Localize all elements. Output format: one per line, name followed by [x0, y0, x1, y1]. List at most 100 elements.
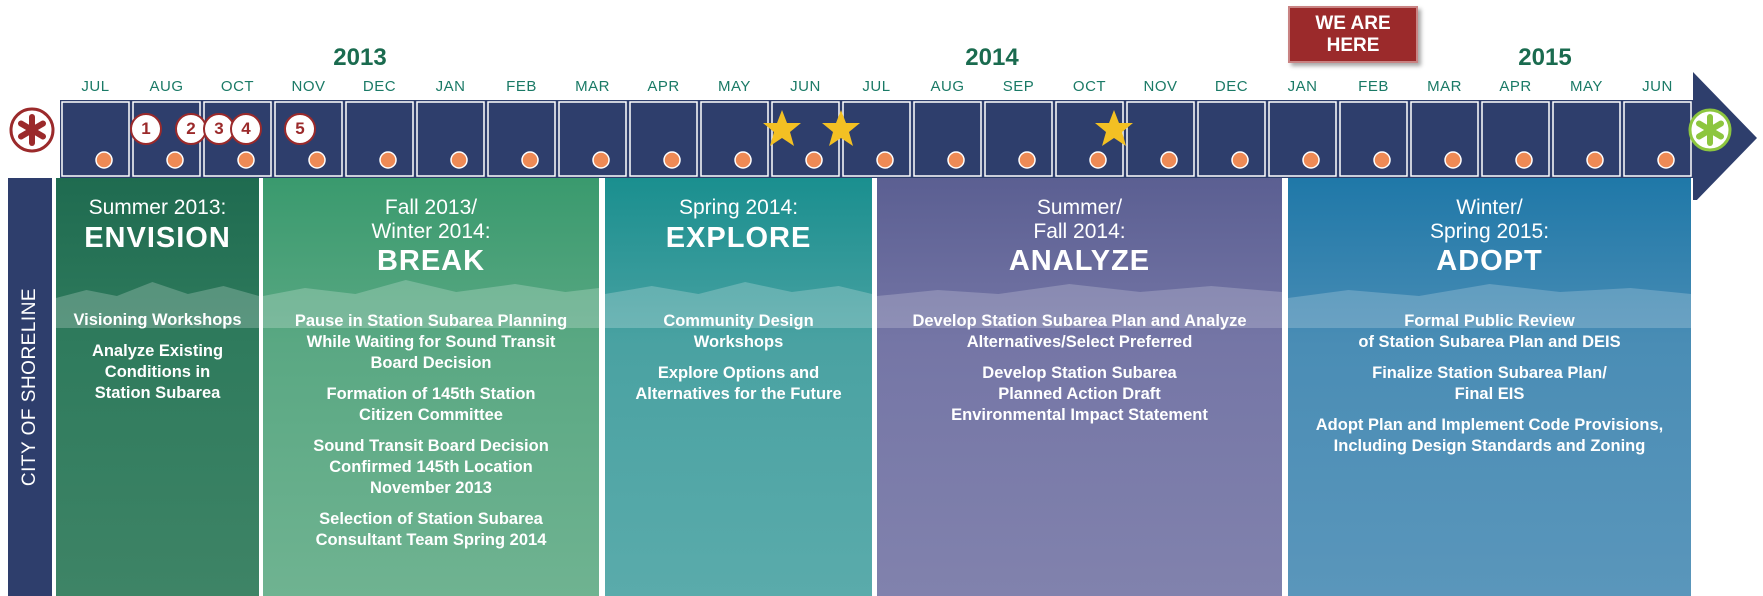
month-cell — [1552, 101, 1621, 177]
phase-item: Selection of Station Subarea Consultant … — [315, 510, 547, 549]
phase-season: Fall 2013/Winter 2014: — [371, 196, 491, 243]
month-dot — [379, 151, 397, 169]
month-dot — [734, 151, 752, 169]
phase-analyze: Summer/Fall 2014: ANALYZE Develop Statio… — [877, 178, 1282, 596]
month-label: MAR — [575, 78, 610, 95]
month-dot — [450, 151, 468, 169]
phase-title: ENVISION — [84, 222, 231, 254]
phase-item: Explore Options and Alternatives for the… — [635, 364, 842, 403]
month-dot — [1373, 151, 1391, 169]
month-cell — [1268, 101, 1337, 177]
month-cell — [1623, 101, 1692, 177]
phase-season: Summer 2013: — [88, 196, 227, 219]
month-dot — [1657, 151, 1675, 169]
month-label: JUL — [862, 78, 891, 95]
mountain-silhouette — [605, 282, 872, 328]
month-label: NOV — [1143, 78, 1178, 95]
month-label: FEB — [1358, 78, 1389, 95]
phase-items: Formal Public Review of Station Subarea … — [1294, 311, 1685, 467]
mountain-silhouette — [263, 280, 599, 328]
phase-item: Pause in Station Subarea Planning While … — [294, 312, 568, 372]
phase-title: BREAK — [376, 245, 486, 277]
month-dot — [1586, 151, 1604, 169]
month-label: JUL — [81, 78, 110, 95]
event-badge-1: 1 — [130, 113, 162, 145]
phase-title: EXPLORE — [665, 222, 812, 254]
month-cell — [416, 101, 485, 177]
star-icon-may-2014 — [763, 110, 801, 146]
month-dot — [166, 151, 184, 169]
phase-items: Develop Station Subarea Plan and Analyze… — [883, 311, 1276, 436]
month-cell — [274, 101, 343, 177]
phase-envision: Summer 2013: ENVISION Visioning Workshop… — [56, 178, 259, 596]
mountain-silhouette — [1288, 284, 1691, 328]
year-2013: 2013 — [333, 44, 387, 71]
month-dot — [308, 151, 326, 169]
month-label: AUG — [930, 78, 965, 95]
month-label: AUG — [149, 78, 184, 95]
month-cell — [629, 101, 698, 177]
month-dot — [1018, 151, 1036, 169]
month-label: DEC — [1214, 78, 1249, 95]
month-label: OCT — [1072, 78, 1107, 95]
month-cell — [984, 101, 1053, 177]
phase-season: Spring 2014: — [678, 196, 799, 219]
sidebar-label: CITY OF SHORELINE — [19, 287, 40, 487]
phase-item: Develop Station Subarea Planned Action D… — [951, 364, 1208, 424]
month-cell — [1197, 101, 1266, 177]
month-dot — [592, 151, 610, 169]
month-dot — [805, 151, 823, 169]
year-2014: 2014 — [965, 44, 1019, 71]
phase-title: ADOPT — [1436, 245, 1543, 277]
month-cell — [1410, 101, 1479, 177]
star-icon-jun-2014 — [822, 110, 860, 146]
month-cell — [700, 101, 769, 177]
event-badge-5: 5 — [284, 113, 316, 145]
phase-items: Community Design Workshops Explore Optio… — [611, 311, 866, 415]
phase-item: Adopt Plan and Implement Code Provisions… — [1315, 416, 1664, 455]
month-label: FEB — [506, 78, 537, 95]
month-cell — [61, 101, 130, 177]
phase-items: Pause in Station Subarea Planning While … — [269, 311, 593, 561]
month-label: DEC — [362, 78, 397, 95]
phase-item: Formation of 145th Station Citizen Commi… — [326, 385, 536, 424]
month-dot — [663, 151, 681, 169]
marker-line-1: WE ARE — [1315, 13, 1391, 34]
month-label: APR — [647, 78, 680, 95]
month-label: MAY — [1570, 78, 1603, 95]
phase-explore: Spring 2014: EXPLORE Community Design Wo… — [605, 178, 872, 596]
phase-item: Visioning Workshops — [73, 311, 242, 329]
month-cell — [345, 101, 414, 177]
start-asterisk-icon — [9, 107, 55, 153]
month-label: JAN — [435, 78, 466, 95]
month-dot — [1089, 151, 1107, 169]
month-label: JUN — [1642, 78, 1673, 95]
month-dot — [1302, 151, 1320, 169]
event-badge-3: 3 — [203, 113, 235, 145]
phase-season: Summer/Fall 2014: — [1033, 196, 1126, 243]
month-dot — [237, 151, 255, 169]
month-dot — [1231, 151, 1249, 169]
month-label: MAR — [1427, 78, 1462, 95]
phase-item: Sound Transit Board Decision Confirmed 1… — [313, 437, 549, 497]
month-cell — [487, 101, 556, 177]
phase-item: Finalize Station Subarea Plan/ Final EIS — [1372, 364, 1607, 403]
phase-item: Formal Public Review of Station Subarea … — [1358, 312, 1621, 351]
month-cell — [842, 101, 911, 177]
star-icon-oct-2014 — [1095, 110, 1133, 146]
month-label: APR — [1499, 78, 1532, 95]
month-cell — [913, 101, 982, 177]
phase-item: Develop Station Subarea Plan and Analyze… — [912, 312, 1247, 351]
month-cell — [558, 101, 627, 177]
mountain-silhouette — [56, 282, 259, 328]
end-asterisk-icon — [1688, 108, 1732, 152]
month-dot — [1444, 151, 1462, 169]
month-dot — [521, 151, 539, 169]
month-dot — [876, 151, 894, 169]
month-dots — [95, 151, 1675, 169]
month-dot — [947, 151, 965, 169]
phase-items: Visioning Workshops Analyze Existing Con… — [62, 310, 253, 414]
event-badge-4: 4 — [230, 113, 262, 145]
month-dot — [95, 151, 113, 169]
phase-break: Fall 2013/Winter 2014: BREAK Pause in St… — [263, 178, 599, 596]
